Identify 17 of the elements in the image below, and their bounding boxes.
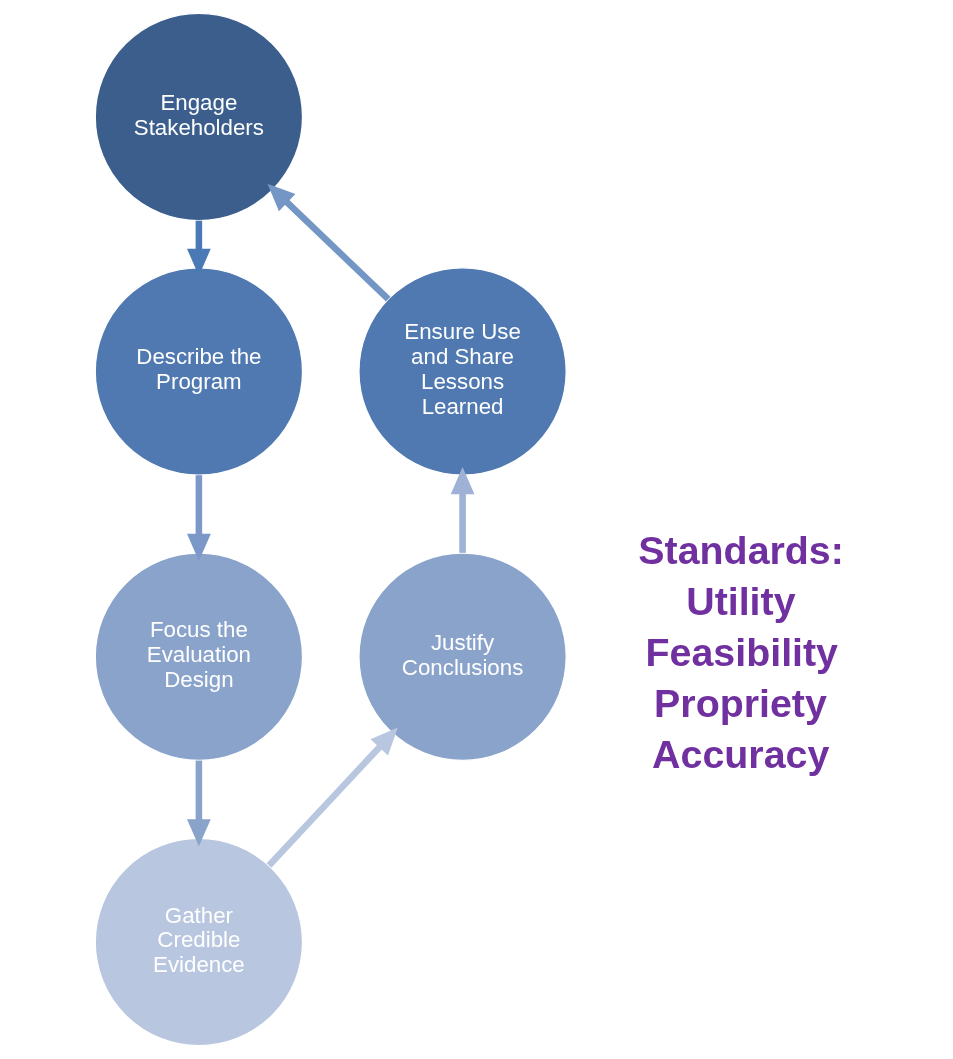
arrow — [186, 760, 211, 847]
arrow — [186, 475, 211, 562]
label: Standards: — [637, 527, 844, 572]
label: Propriety — [653, 681, 827, 726]
arrow — [186, 220, 211, 276]
arrow — [266, 727, 398, 868]
label: Utility — [685, 578, 796, 623]
node-circle: Focus the Evaluation Design — [94, 552, 303, 762]
label: Feasibility — [645, 629, 838, 674]
label: Accuracy — [651, 732, 829, 777]
node-circle: Justify Conclusions — [357, 552, 567, 762]
arrow — [266, 183, 390, 302]
node-circle: Describe the Program — [94, 267, 303, 476]
arrow — [450, 467, 474, 553]
node-circle: Gather Credible Evidence — [94, 837, 303, 1047]
node-circle: Ensure Use and Share Lessons Learned — [357, 267, 567, 476]
node-circle: Engage Stakeholders — [94, 12, 303, 222]
